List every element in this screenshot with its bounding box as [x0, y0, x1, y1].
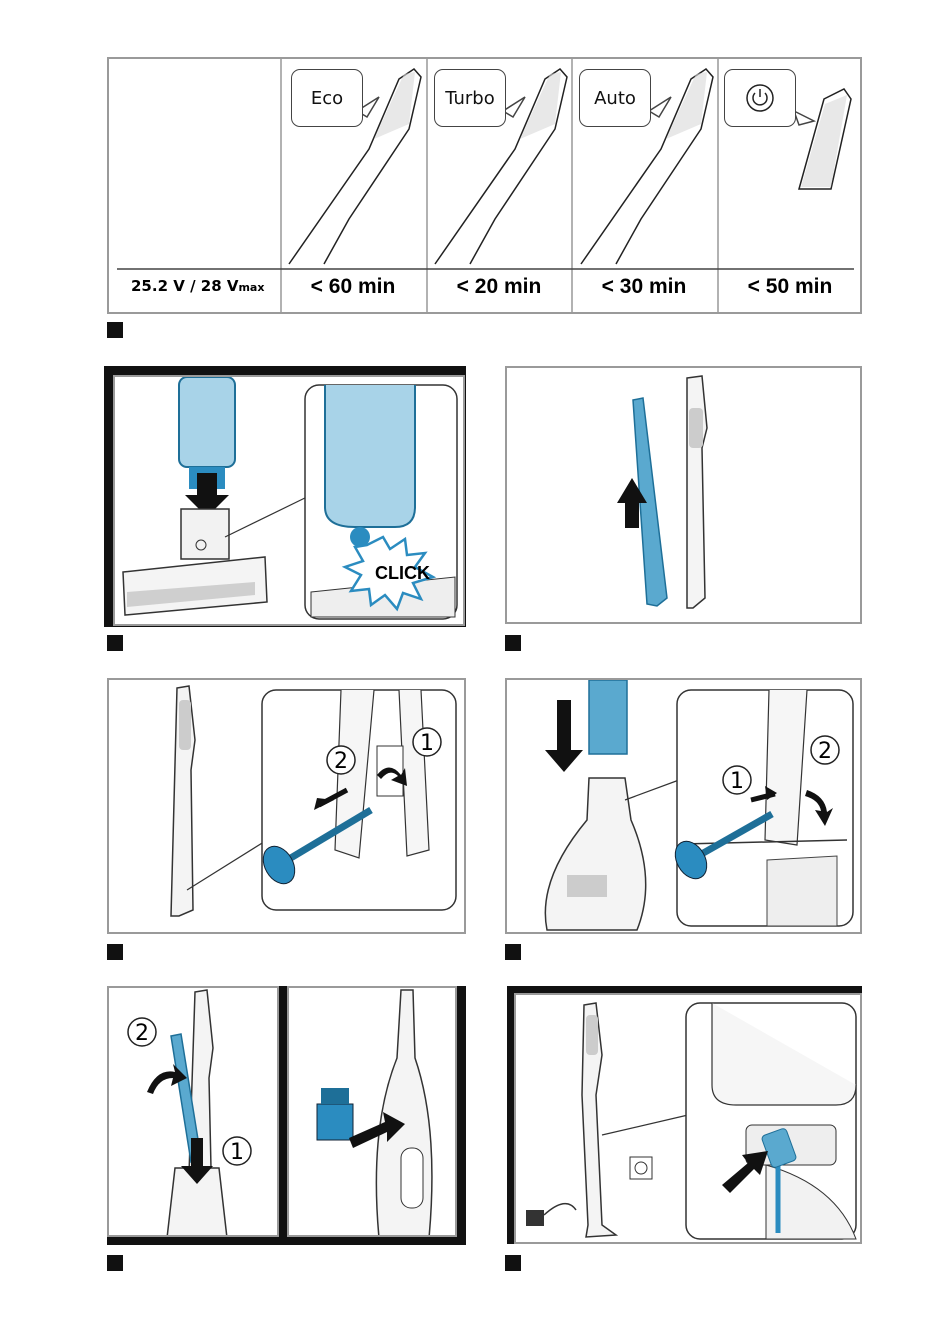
- battery-runtime-figure: Eco Turbo Auto 25.2 V / 28 Vmax < 60 min…: [107, 57, 862, 314]
- charging-figure: [514, 993, 862, 1244]
- figure-marker: [107, 635, 123, 651]
- handle-detach-figure: [505, 366, 862, 624]
- step-number-1: 1: [420, 731, 434, 756]
- brush-attach-figure: [287, 986, 457, 1237]
- runtime-eco: < 60 min: [283, 275, 423, 299]
- figure-marker: [107, 322, 123, 338]
- figure-marker: [505, 635, 521, 651]
- mode-turbo-label: Turbo: [434, 69, 506, 127]
- click-label: CLICK: [375, 563, 430, 584]
- handle-detach-illustration: [507, 368, 862, 624]
- tube-attach-illustration: 2 1: [109, 988, 279, 1237]
- runtime-auto: < 30 min: [574, 275, 714, 299]
- charging-illustration: [516, 995, 862, 1244]
- step-number-2: 2: [334, 749, 348, 774]
- screw-fix-illustration: 1 2: [507, 680, 862, 934]
- battery-insert-figure: CLICK: [113, 375, 465, 626]
- figure-marker: [505, 1255, 521, 1271]
- step-number-2: 2: [135, 1021, 149, 1046]
- tube-attach-figure: 2 1: [107, 986, 279, 1237]
- figure-marker: [505, 944, 521, 960]
- runtime-turbo: < 20 min: [429, 275, 569, 299]
- step-number-1: 1: [230, 1140, 244, 1165]
- mode-auto-label: Auto: [579, 69, 651, 127]
- battery-voltage: 25.2 V / 28 Vmax: [131, 277, 264, 295]
- power-icon: [745, 83, 775, 113]
- screw-remove-figure: 2 1: [107, 678, 466, 934]
- figure-marker: [107, 944, 123, 960]
- step-number-1: 1: [730, 769, 744, 794]
- brush-attach-illustration: [289, 988, 457, 1237]
- mode-eco-label: Eco: [291, 69, 363, 127]
- runtime-power: < 50 min: [720, 275, 860, 299]
- mode-power-box: [724, 69, 796, 127]
- step-number-2: 2: [818, 739, 832, 764]
- screw-fix-figure: 1 2: [505, 678, 862, 934]
- figure-marker: [107, 1255, 123, 1271]
- battery-insert-illustration: [115, 377, 465, 626]
- screw-remove-illustration: 2 1: [109, 680, 466, 934]
